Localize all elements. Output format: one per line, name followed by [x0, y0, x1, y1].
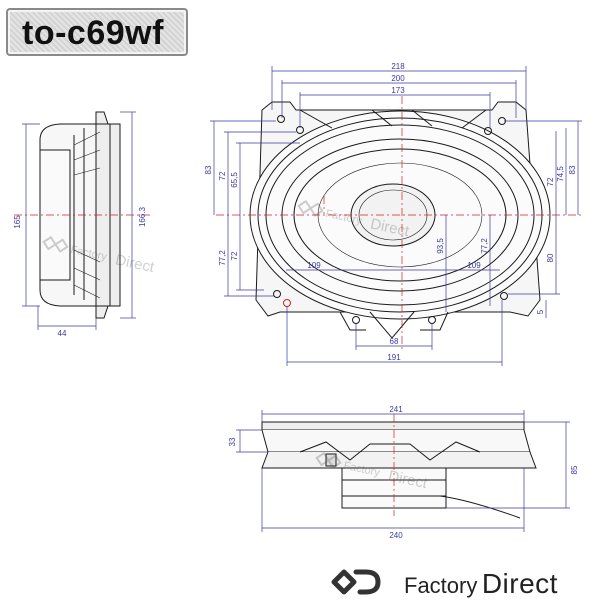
brand-word-direct: Direct — [481, 568, 558, 599]
factory-direct-logo-icon — [297, 199, 324, 217]
dim-77-2-left: 77,2 — [218, 250, 227, 266]
dim-44: 44 — [58, 329, 67, 338]
dim-33: 33 — [228, 437, 237, 446]
factory-direct-logo-icon — [42, 235, 69, 253]
dim-85: 85 — [570, 465, 579, 474]
dim-173: 173 — [391, 86, 405, 95]
dim-72-right: 72 — [546, 177, 555, 186]
dim-165: 165 — [13, 215, 22, 229]
dim-241: 241 — [389, 405, 403, 414]
dim-93-5: 93,5 — [436, 238, 445, 254]
front-view-centerlines — [216, 96, 584, 350]
dim-77-2-center: 77,2 — [480, 238, 489, 254]
dim-65-5: 65,5 — [230, 172, 239, 188]
dim-109-right: 109 — [467, 261, 481, 270]
bottom-view-dimensions — [236, 410, 570, 532]
dim-80: 80 — [546, 253, 555, 262]
dim-200: 200 — [391, 74, 405, 83]
factory-direct-logo-icon — [331, 569, 381, 595]
dim-166-3: 166.3 — [138, 206, 147, 227]
dim-109-left: 109 — [307, 261, 321, 270]
dim-5: 5 — [536, 309, 545, 314]
dim-83-right: 83 — [568, 165, 577, 174]
dim-218: 218 — [391, 62, 405, 71]
dim-74-5: 74,5 — [556, 166, 565, 182]
dim-68: 68 — [390, 337, 399, 346]
dim-240: 240 — [389, 531, 403, 540]
front-view — [249, 101, 551, 339]
brand-name: Factory Direct — [404, 568, 558, 600]
dim-83-left: 83 — [204, 165, 213, 174]
factory-direct-logo-icon — [315, 451, 342, 469]
front-view-dimensions — [210, 66, 582, 366]
model-title-plate: to-c69wf — [6, 8, 188, 56]
model-title: to-c69wf — [22, 14, 164, 52]
dim-72-lower-left: 72 — [230, 251, 239, 260]
brand-logo: Factory Direct — [330, 562, 600, 600]
brand-word-factory: Factory — [404, 573, 478, 598]
dim-191: 191 — [387, 353, 401, 362]
dim-72-left: 72 — [218, 171, 227, 180]
